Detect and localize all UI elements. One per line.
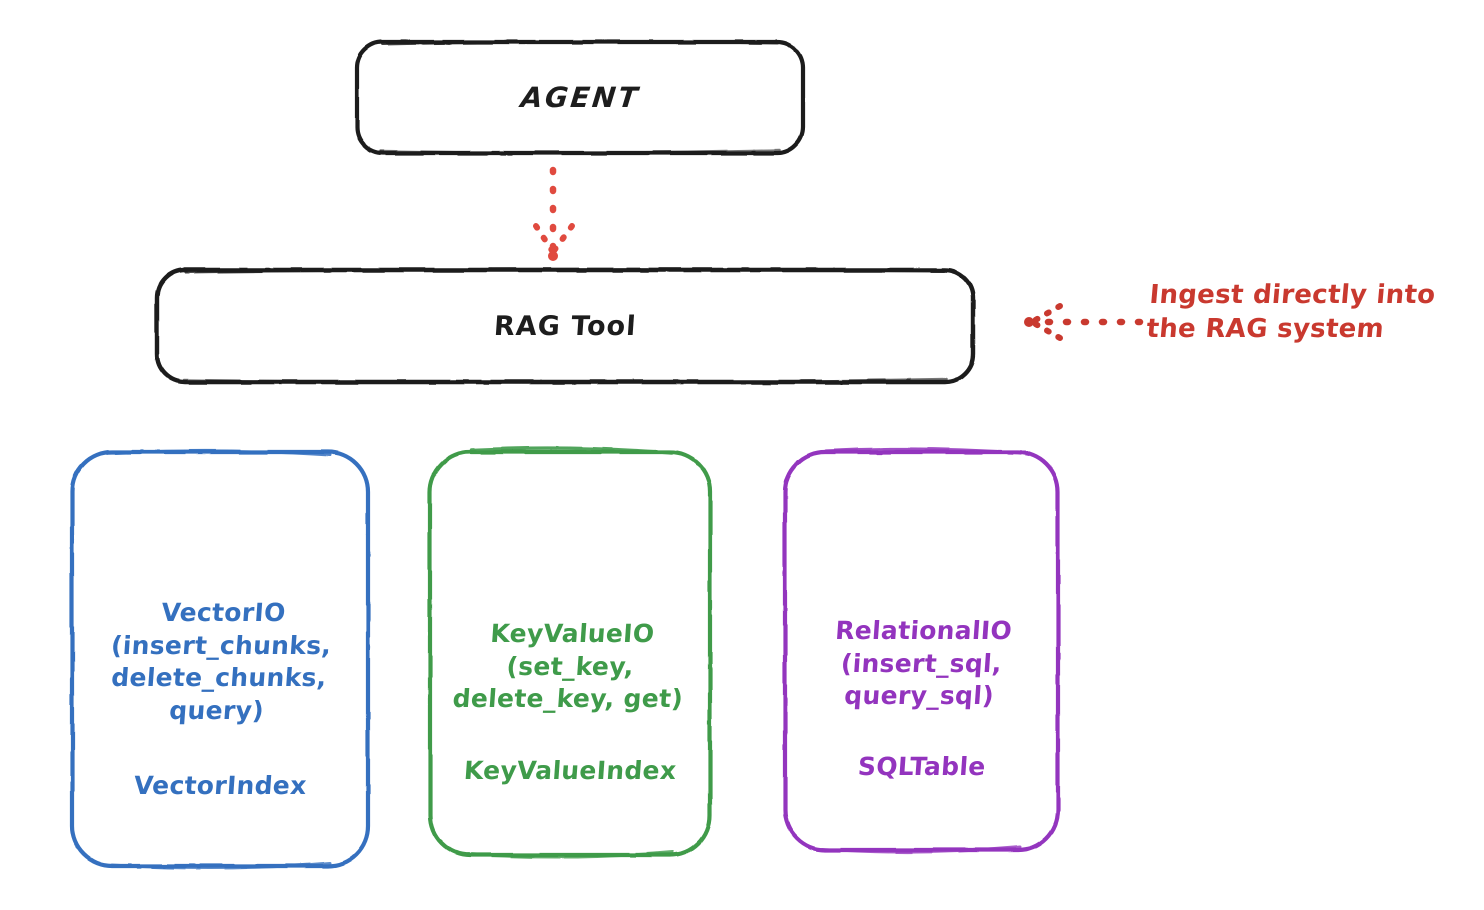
key-value-io-index-label: KeyValueIndex xyxy=(462,755,678,785)
agent-label: AGENT xyxy=(518,81,642,114)
relational-io-content: RelationalIO (insert_sql, query_sql) SQL… xyxy=(783,521,1060,782)
key-value-io-api-label: KeyValueIO (set_key, delete_key, get) xyxy=(451,619,684,714)
rag-tool-node[interactable]: RAG Tool xyxy=(155,268,975,384)
vector-io-node[interactable]: VectorIO (insert_chunks, delete_chunks, … xyxy=(70,450,370,868)
ingest-annotation-label: Ingest directly into the RAG system xyxy=(1145,280,1437,344)
key-value-io-node[interactable]: KeyValueIO (set_key, delete_key, get) Ke… xyxy=(428,450,712,857)
rag-tool-label: RAG Tool xyxy=(492,310,638,342)
vector-io-content: VectorIO (insert_chunks, delete_chunks, … xyxy=(70,519,370,800)
vector-io-index-label: VectorIndex xyxy=(132,770,308,800)
ingest-arrow xyxy=(1024,303,1144,341)
relational-io-index-label: SQLTable xyxy=(856,752,987,782)
key-value-io-content: KeyValueIO (set_key, delete_key, get) Ke… xyxy=(428,522,712,785)
relational-io-node[interactable]: RelationalIO (insert_sql, query_sql) SQL… xyxy=(783,450,1060,852)
relational-io-api-label: RelationalIO (insert_sql, query_sql) xyxy=(834,615,1014,710)
vector-io-api-label: VectorIO (insert_chunks, delete_chunks, … xyxy=(110,597,333,725)
agent-to-rag-tool-arrow xyxy=(533,166,575,261)
agent-node[interactable]: AGENT xyxy=(355,40,805,155)
